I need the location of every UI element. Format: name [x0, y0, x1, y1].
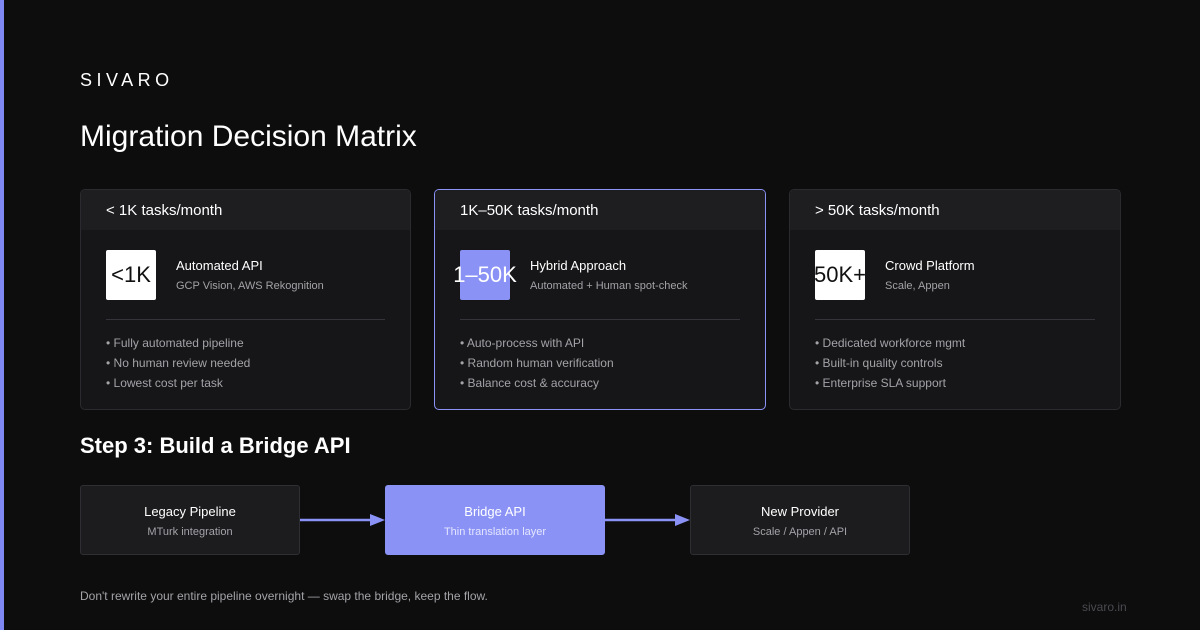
tier-badge: 50K+ — [814, 250, 866, 300]
option-name: Crowd Platform — [885, 258, 975, 273]
footer-note: Don't rewrite your entire pipeline overn… — [80, 589, 488, 603]
node-name: Legacy Pipeline — [144, 504, 236, 519]
step-title: Step 3: Build a Bridge API — [80, 433, 351, 458]
arrow-right-icon — [605, 514, 690, 526]
feature-list: Auto-process with API Random human verif… — [460, 333, 614, 393]
feature-list: Fully automated pipeline No human review… — [106, 333, 251, 393]
tier-header: < 1K tasks/month — [81, 190, 410, 230]
node-name: New Provider — [760, 504, 840, 519]
tier-header: > 50K tasks/month — [790, 190, 1120, 230]
divider — [460, 319, 740, 320]
flow-node-bridge: Bridge API Thin translation layer — [385, 485, 605, 555]
page-title: Migration Decision Matrix — [80, 120, 417, 153]
divider — [106, 319, 385, 320]
feature-item: Built-in quality controls — [815, 353, 965, 373]
tier-header: 1K–50K tasks/month — [435, 190, 765, 230]
option-providers: Scale, Appen — [885, 280, 950, 292]
option-providers: Automated + Human spot-check — [530, 280, 688, 292]
feature-item: Dedicated workforce mgmt — [815, 333, 966, 353]
node-sub: MTurk integration — [147, 526, 233, 538]
tier-card-high: > 50K tasks/month 50K+ Crowd Platform Sc… — [789, 189, 1121, 410]
feature-item: Balance cost & accuracy — [460, 373, 614, 393]
option-name: Automated API — [176, 258, 263, 273]
tier-badge: <1K — [106, 250, 156, 300]
flow-node-new-provider: New Provider Scale / Appen / API — [690, 485, 910, 555]
option-name: Hybrid Approach — [530, 258, 627, 273]
feature-item: Lowest cost per task — [106, 373, 250, 393]
divider — [815, 319, 1095, 320]
feature-item: Random human verification — [460, 353, 614, 373]
tier-card-mid: 1K–50K tasks/month 1–50K Hybrid Approach… — [434, 189, 766, 410]
feature-item: Enterprise SLA support — [815, 373, 965, 393]
site-url: sivaro.in — [1082, 600, 1127, 614]
node-sub: Scale / Appen / API — [752, 526, 848, 538]
feature-item: Auto-process with API — [460, 333, 614, 353]
feature-item: Fully automated pipeline — [106, 333, 250, 353]
node-name: Bridge API — [464, 504, 526, 519]
tier-card-low: < 1K tasks/month <1K Automated API GCP V… — [80, 189, 411, 410]
tier-badge: 1–50K — [453, 250, 517, 300]
feature-item: No human review needed — [106, 353, 251, 373]
flow-node-legacy: Legacy Pipeline MTurk integration — [80, 485, 300, 555]
accent-bar — [0, 0, 4, 630]
brand-logo: SIVARO — [80, 70, 174, 90]
option-providers: GCP Vision, AWS Rekognition — [176, 280, 324, 292]
arrow-right-icon — [300, 514, 385, 526]
feature-list: Dedicated workforce mgmt Built-in qualit… — [815, 333, 966, 393]
node-sub: Thin translation layer — [443, 526, 547, 538]
